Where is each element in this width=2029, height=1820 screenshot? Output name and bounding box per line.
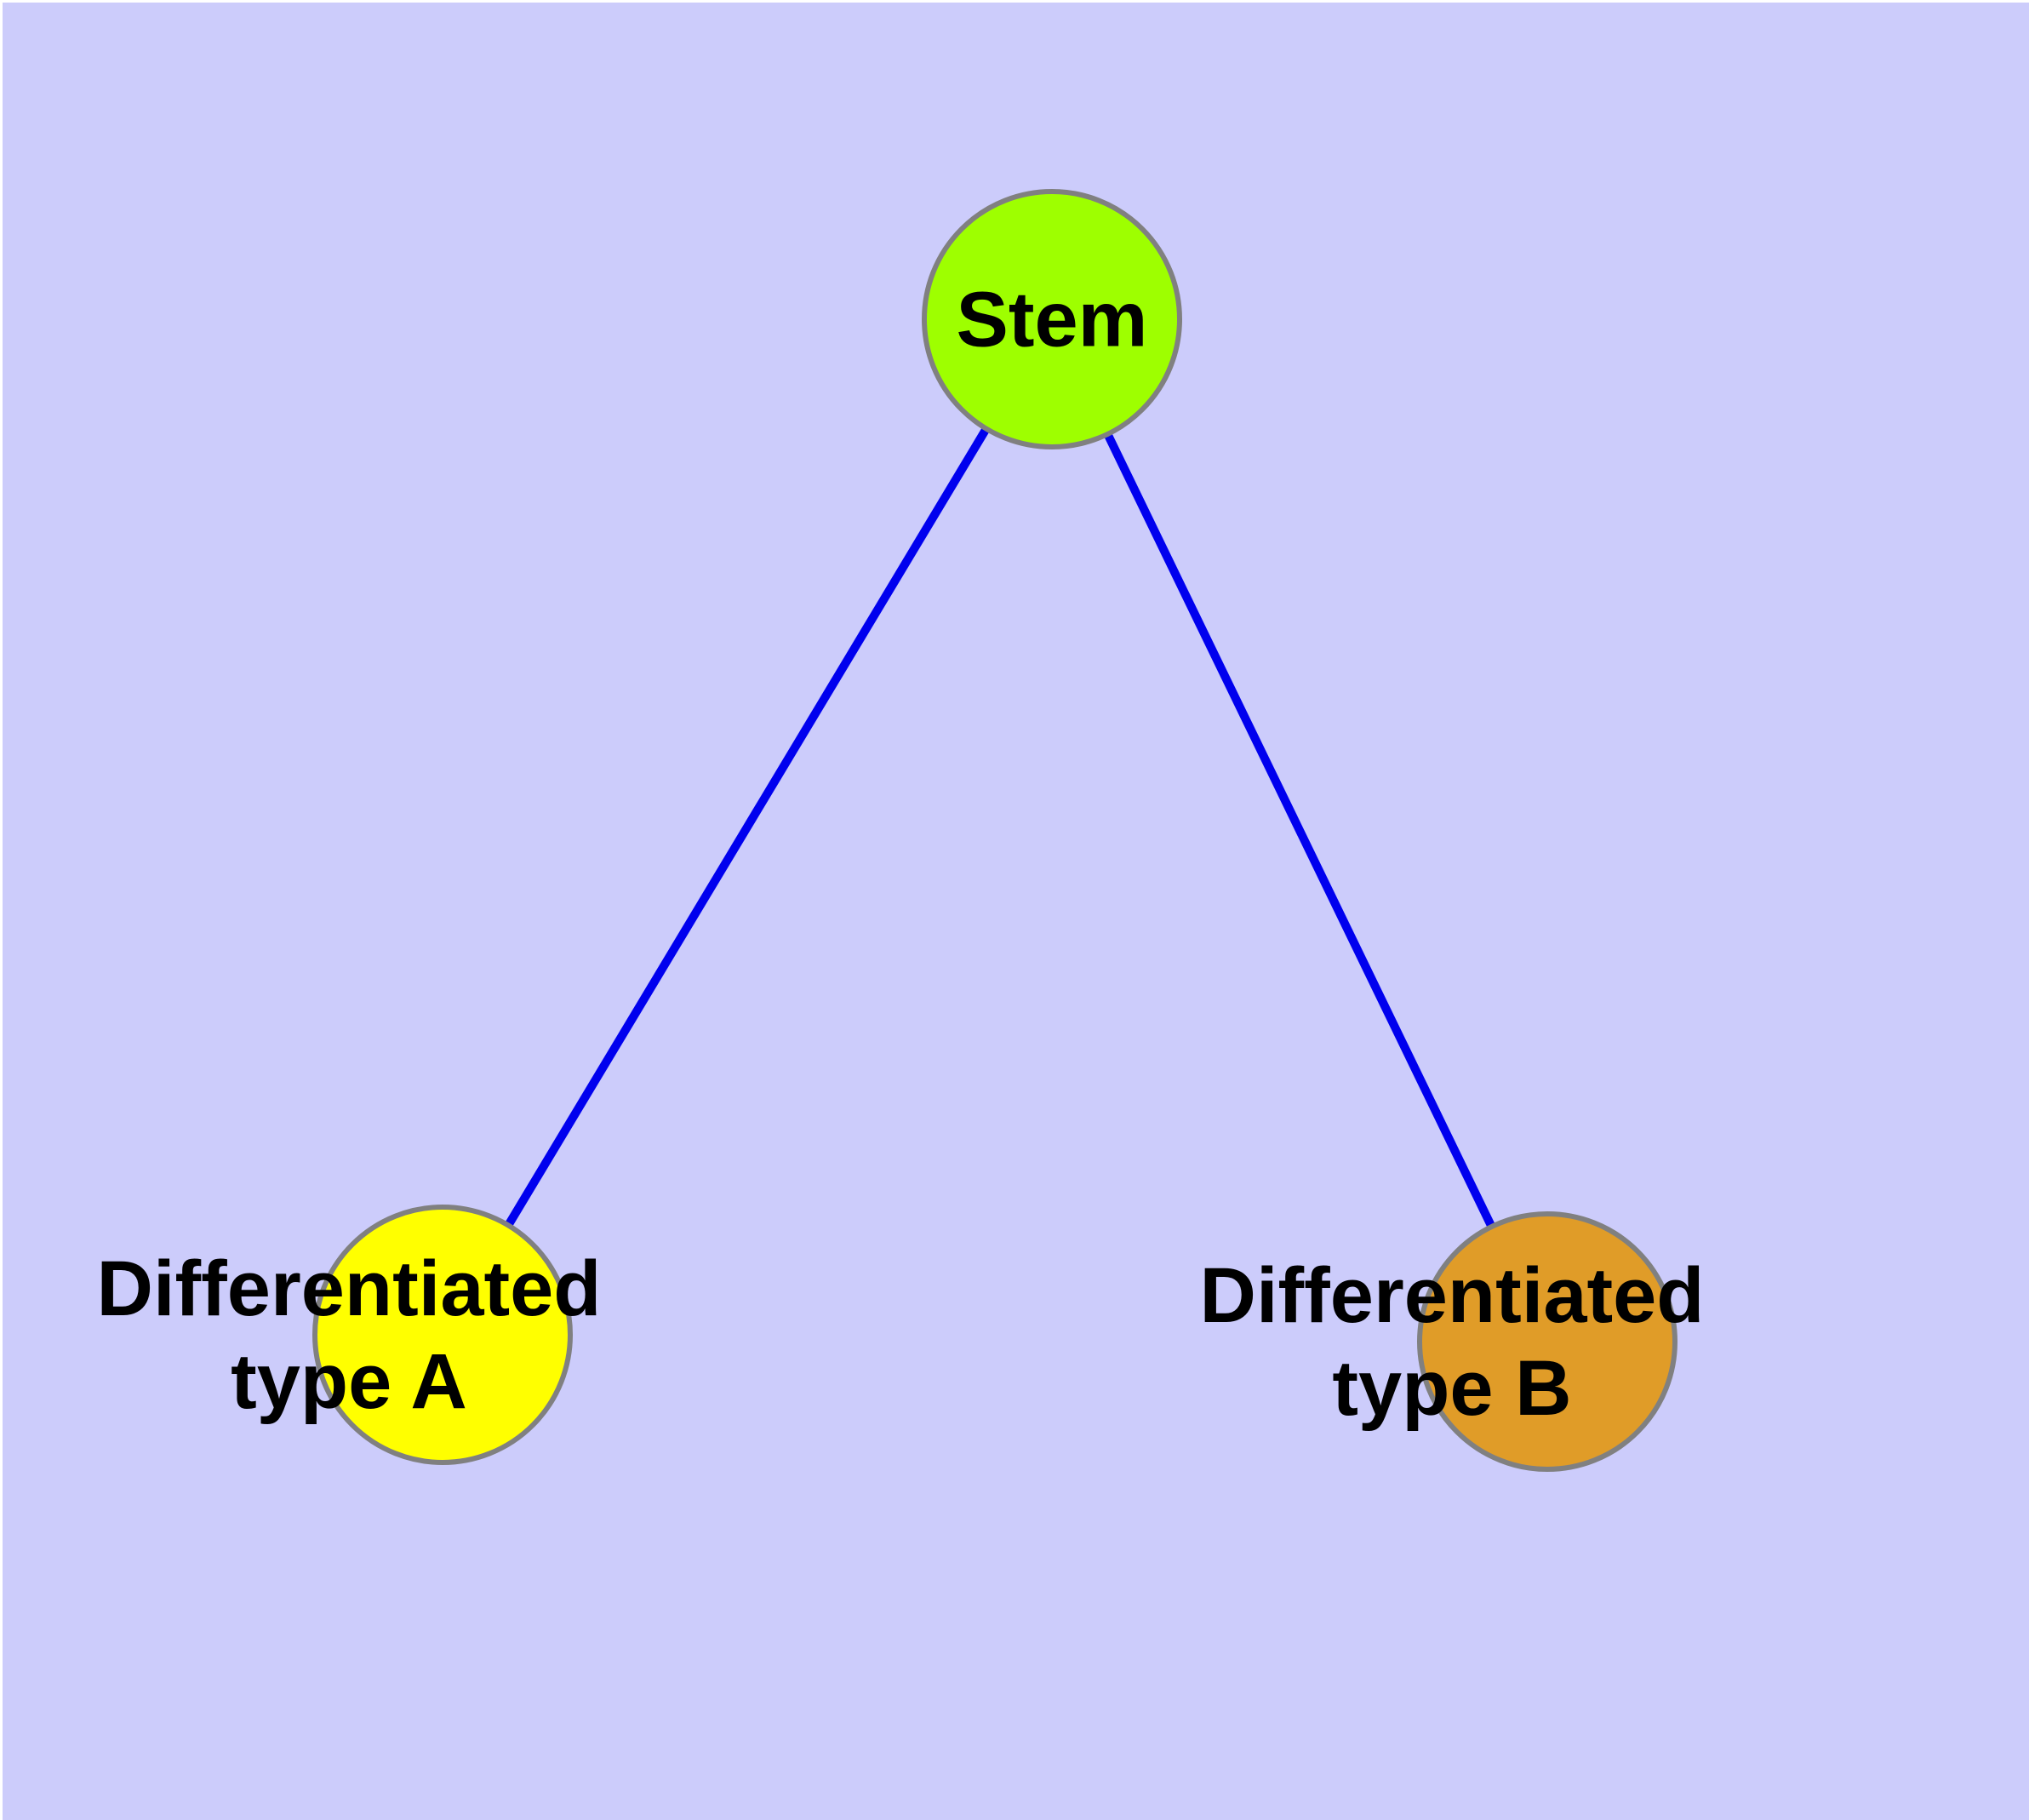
edges-layer (438, 317, 1552, 1344)
graph-edge (1048, 317, 1552, 1344)
node-label-line: Stem (957, 276, 1148, 363)
graph-node-stem[interactable] (922, 189, 1182, 449)
graph-node-diff_b[interactable] (1417, 1211, 1677, 1472)
node-label-line: Differentiated (97, 1245, 602, 1332)
node-label-line: type A (231, 1338, 467, 1425)
graph-edge (438, 317, 1056, 1337)
node-label-line: Differentiated (1200, 1252, 1705, 1339)
graph-node-diff_a[interactable] (312, 1205, 573, 1465)
node-label-line: type B (1332, 1345, 1571, 1432)
node-label-stem: Stem (957, 276, 1148, 363)
